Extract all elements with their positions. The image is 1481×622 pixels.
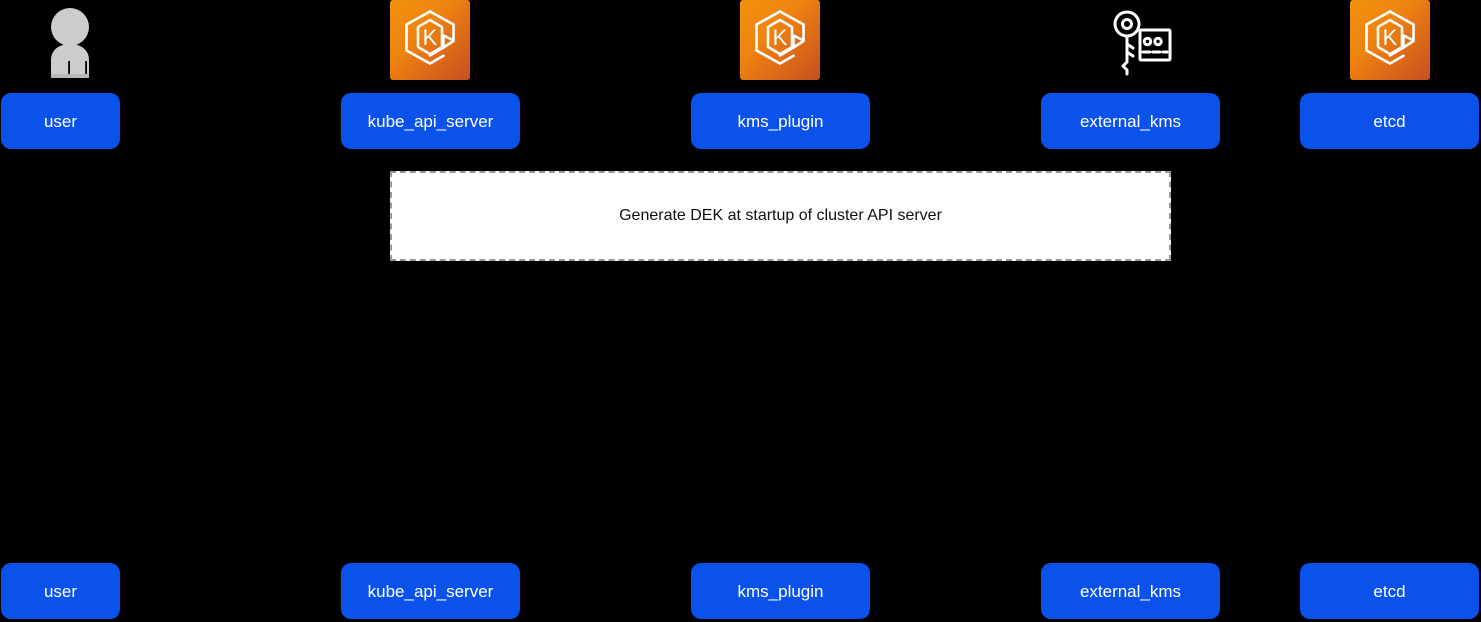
user-avatar-glyph [51,8,89,78]
participant-label: etcd [1373,111,1406,131]
participant-top-etcd[interactable]: etcd [1300,93,1479,149]
note-text: Generate DEK at startup of cluster API s… [619,207,942,225]
participant-label: kms_plugin [737,581,824,601]
kubernetes-icon: K [390,0,470,80]
participant-top-user[interactable]: user [1,93,120,149]
kubernetes-logo-glyph: K [405,10,455,65]
participant-label: etcd [1373,581,1406,601]
lifeline-user [60,149,62,563]
participant-label: external_kms [1079,581,1182,601]
participant-bottom-user[interactable]: user [1,563,120,619]
participant-top-external_kms[interactable]: external_kms [1041,93,1220,149]
lifeline-etcd [1389,149,1391,563]
kms-key-card-glyph [1113,10,1172,76]
user-avatar-icon [35,0,115,80]
participant-label: external_kms [1079,111,1182,131]
kubernetes-icon-background [740,0,820,80]
lifeline-kms_plugin [780,149,782,563]
participant-bottom-kms_plugin[interactable]: kms_plugin [691,563,870,619]
svg-text:K: K [773,25,788,50]
participant-bottom-etcd[interactable]: etcd [1300,563,1479,619]
note-generate-dek: Generate DEK at startup of cluster API s… [390,171,1171,261]
lifeline-kube_api_server [430,149,432,563]
kubernetes-logo-glyph: K [755,10,805,65]
participant-top-kms_plugin[interactable]: kms_plugin [691,93,870,149]
participant-label: kube_api_server [367,111,494,131]
kubernetes-icon: K [1350,0,1430,80]
participant-bottom-external_kms[interactable]: external_kms [1041,563,1220,619]
kubernetes-icon-background [1350,0,1430,80]
participant-bottom-kube_api_server[interactable]: kube_api_server [341,563,520,619]
participant-label: user [43,111,78,131]
kms-key-icon [1100,0,1180,80]
participant-label: kms_plugin [737,111,824,131]
participant-label: kube_api_server [367,581,494,601]
participant-top-kube_api_server[interactable]: kube_api_server [341,93,520,149]
svg-text:K: K [1383,25,1398,50]
kubernetes-icon: K [740,0,820,80]
participant-label: user [43,581,78,601]
kubernetes-logo-glyph: K [1365,10,1415,65]
svg-text:K: K [423,25,438,50]
lifeline-external_kms [1130,149,1132,563]
kubernetes-icon-background [390,0,470,80]
